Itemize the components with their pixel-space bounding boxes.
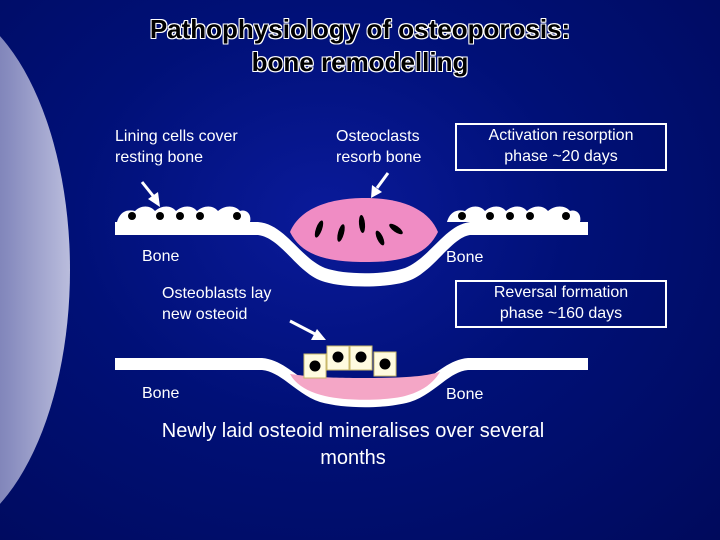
- osteoclast-nuclei: [314, 215, 403, 246]
- osteoblasts: [303, 345, 397, 379]
- bone-label-bottom-right: Bone: [446, 386, 484, 403]
- lining-cells-left: [117, 206, 251, 222]
- title-line-1: Pathophysiology of osteoporosis:: [149, 14, 571, 44]
- reversal-phase-box: Reversal formation phase ~160 days: [455, 280, 667, 328]
- title-line-2: bone remodelling: [251, 47, 469, 77]
- bone-label-bottom-left: Bone: [142, 385, 180, 402]
- arrow-lining-cells: [140, 181, 160, 207]
- osteoblasts-label: Osteoblasts lay new osteoid: [162, 285, 272, 323]
- lining-cells-right: [447, 206, 581, 222]
- bone-label-top-right: Bone: [446, 249, 484, 266]
- new-osteoid: [290, 372, 440, 400]
- bone-label-top-left: Bone: [142, 248, 180, 265]
- lining-cells-label: Lining cells cover resting bone: [115, 128, 238, 166]
- arrow-osteoblasts: [289, 319, 326, 340]
- arrow-osteoclasts: [371, 172, 390, 198]
- mineralisation-note: Newly laid osteoid mineralises over seve…: [161, 420, 545, 469]
- top-bone-surface: [115, 222, 588, 287]
- osteoclasts-label: Osteoclasts resorb bone: [336, 128, 422, 166]
- slide-title: Pathophysiology of osteoporosis: bone re…: [0, 13, 720, 79]
- activation-phase-box: Activation resorption phase ~20 days: [455, 123, 667, 171]
